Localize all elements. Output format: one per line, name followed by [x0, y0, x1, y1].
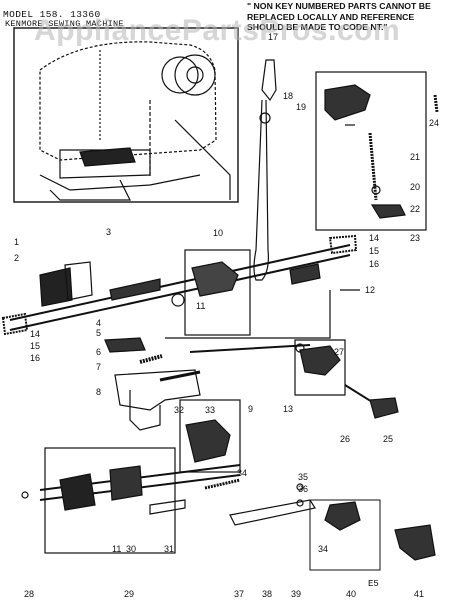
callout-12: 12 [365, 285, 375, 295]
callout-14b: 14 [30, 329, 40, 339]
callout-10: 10 [213, 228, 223, 238]
lower-left-parts [104, 337, 311, 431]
machine-label: KENMORE SEWING MACHINE [5, 19, 124, 29]
callout-37: 37 [234, 589, 244, 599]
lower-right-parts [229, 483, 436, 571]
callout-13: 13 [283, 404, 293, 414]
key-parts-note: " NON KEY NUMBERED PARTS CANNOT BE REPLA… [247, 1, 431, 33]
callout-32: 32 [174, 405, 184, 415]
callout-17: 17 [268, 32, 278, 42]
part-33-box [179, 399, 241, 490]
callout-15: 15 [369, 246, 379, 256]
callout-40: 40 [346, 589, 356, 599]
callout-31: 31 [164, 544, 174, 554]
callout-23: 23 [410, 233, 420, 243]
callout-36: 36 [298, 484, 308, 494]
callout-24: 24 [429, 118, 439, 128]
callout-33: 33 [205, 405, 215, 415]
callout-38: 38 [262, 589, 272, 599]
model-label: MODEL 158. 13360 [3, 9, 101, 20]
callout-26: 26 [340, 434, 350, 444]
callout-9: 9 [248, 404, 253, 414]
callout-11: 11 [196, 301, 205, 311]
callout-25: 25 [383, 434, 393, 444]
main-shaft [1, 234, 358, 336]
parts-25-27 [294, 339, 399, 419]
callout-16: 16 [369, 259, 379, 269]
callout-28: 28 [24, 589, 34, 599]
callout-27: 27 [334, 347, 344, 357]
callout-39: 39 [291, 589, 301, 599]
callout-41: 41 [414, 589, 424, 599]
callout-29: 29 [124, 589, 134, 599]
callout-15b: 15 [30, 341, 40, 351]
callout-labels: 1 2 3 4 5 6 7 8 9 10 11 12 13 14 15 16 1… [14, 32, 439, 599]
callout-35: 35 [298, 472, 308, 482]
callout-11b: 11 [112, 544, 121, 554]
callout-8: 8 [96, 387, 101, 397]
machine-inset [13, 27, 239, 203]
part-17-lever [253, 59, 277, 281]
upper-parts-box [315, 71, 439, 231]
callout-2: 2 [14, 253, 19, 263]
callout-1: 1 [14, 237, 19, 247]
callout-34a: 34 [237, 468, 247, 478]
callout-4: 4 [96, 318, 101, 328]
callout-34b: 34 [318, 544, 328, 554]
callout-18: 18 [283, 91, 293, 101]
callout-5: 5 [96, 328, 101, 338]
callout-30: 30 [126, 544, 136, 554]
callout-19: 19 [296, 102, 306, 112]
footer-code: E5 [368, 579, 379, 589]
callout-14: 14 [369, 233, 379, 243]
callout-3: 3 [106, 227, 111, 237]
callout-21: 21 [410, 152, 420, 162]
callout-20: 20 [410, 182, 420, 192]
part-10-box [171, 249, 321, 336]
callout-6: 6 [96, 347, 101, 357]
callout-7: 7 [96, 362, 101, 372]
callout-16b: 16 [30, 353, 40, 363]
callout-22: 22 [410, 204, 420, 214]
part-29-box [21, 447, 241, 554]
